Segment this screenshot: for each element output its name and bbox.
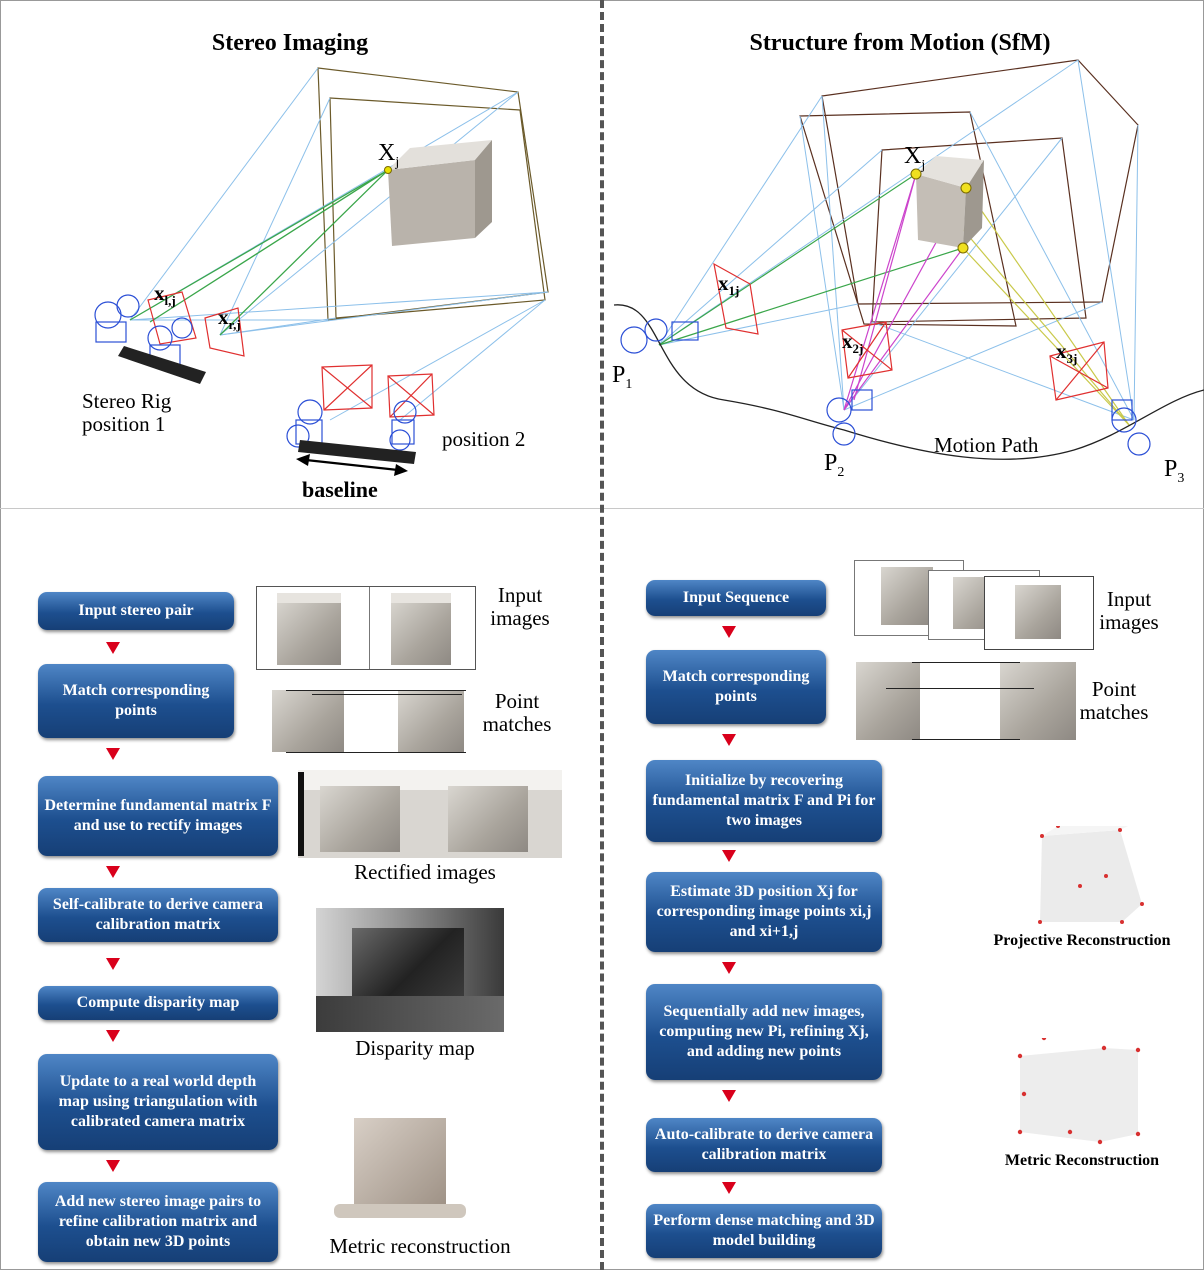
stereo-step-3: Determine fundamental matrix F and use t…: [38, 776, 278, 856]
stereo-caption-input-images: Input images: [490, 583, 550, 630]
sfm-step-3: Initialize by recovering fundamental mat…: [646, 760, 882, 842]
stereo-title: Stereo Imaging: [211, 30, 369, 56]
baseline-arrow: [296, 454, 408, 476]
stereo-caption-metric: Metric reconstruction: [329, 1234, 511, 1258]
stereo-green-rays: [129, 169, 389, 336]
stereo-label-xlj: xl,j: [154, 281, 176, 309]
stereo-metric-reconstruction: [334, 1104, 466, 1220]
sfm-label-motion-path: Motion Path: [934, 433, 1039, 457]
stereo-caption-rectified: Rectified images: [354, 860, 496, 884]
sfm-label-x2j: x2j: [842, 329, 864, 357]
stereo-image-planes: [147, 291, 435, 418]
sfm-points: [910, 168, 972, 254]
stereo-point-xj: [384, 166, 392, 174]
sfm-input-images: [854, 560, 1094, 650]
sfm-step-6: Auto-calibrate to derive camera calibrat…: [646, 1118, 882, 1172]
sfm-image-planes: [713, 262, 1109, 401]
sfm-label-p3: P3: [1164, 456, 1185, 486]
stereo-step-4: Self-calibrate to derive camera calibrat…: [38, 888, 278, 942]
stereo-caption-point-matches: Point matches: [482, 689, 552, 736]
sfm-caption-metric: Metric Reconstruction: [1004, 1152, 1160, 1169]
sfm-step-1: Input Sequence: [646, 580, 826, 616]
sfm-step-4: Estimate 3D position Xj for correspondin…: [646, 872, 882, 952]
sfm-step-5: Sequentially add new images, computing n…: [646, 984, 882, 1080]
stereo-arrow-4: [106, 958, 120, 970]
stereo-rig-2: [286, 399, 417, 451]
sfm-arrow-3: [722, 850, 736, 862]
sfm-arrow-4: [722, 962, 736, 974]
sfm-frustum-frames: [799, 59, 1139, 327]
stereo-step-6: Update to a real world depth map using t…: [38, 1054, 278, 1150]
stereo-disparity-map: [316, 908, 504, 1032]
sfm-label-x1j: x1j: [718, 271, 740, 299]
center-dashed-divider: [600, 0, 604, 1270]
sfm-geometry-diagram: [613, 59, 1204, 460]
sfm-camera-p2: [826, 389, 873, 446]
stereo-label-xj: Xj: [378, 140, 400, 170]
sfm-arrow-5: [722, 1090, 736, 1102]
stereo-cube: [388, 140, 492, 246]
sfm-green-rays: [658, 173, 964, 346]
sfm-arrow-6: [722, 1182, 736, 1194]
sfm-caption-projective: Projective Reconstruction: [993, 932, 1171, 949]
sfm-label-xj: Xj: [904, 143, 926, 173]
sfm-label-p2: P2: [824, 450, 845, 480]
sfm-arrow-1: [722, 626, 736, 638]
stereo-step-2: Match corresponding points: [38, 664, 234, 738]
sfm-arrow-2: [722, 734, 736, 746]
stereo-label-pos2: position 2: [442, 427, 526, 451]
sfm-caption-point-matches: Point matches: [1079, 677, 1149, 724]
stereo-step-1: Input stereo pair: [38, 592, 234, 630]
stereo-label-xrj: xr,j: [218, 305, 241, 333]
sfm-camera-p1: [620, 318, 699, 354]
sfm-step-2: Match corresponding points: [646, 650, 826, 724]
sfm-step-7: Perform dense matching and 3D model buil…: [646, 1204, 882, 1258]
stereo-step-7: Add new stereo image pairs to refine cal…: [38, 1182, 278, 1262]
stereo-step-5: Compute disparity map: [38, 986, 278, 1020]
sfm-camera-p3: [1111, 399, 1151, 456]
stereo-geometry-diagram: [94, 67, 549, 476]
stereo-point-matches: [272, 684, 472, 754]
stereo-arrow-5: [106, 1030, 120, 1042]
sfm-metric-reconstruction: [1017, 1038, 1141, 1145]
sfm-point-matches: [856, 662, 1076, 740]
motion-path: [613, 304, 1204, 460]
sfm-label-p1: P1: [612, 362, 633, 392]
stereo-rectified-images: [298, 770, 562, 858]
stereo-arrow-3: [106, 866, 120, 878]
sfm-projective-reconstruction: [1038, 826, 1144, 924]
sfm-cube: [916, 156, 984, 248]
stereo-label-baseline: baseline: [302, 477, 378, 502]
stereo-arrow-2: [106, 748, 120, 760]
stereo-arrow-6: [106, 1160, 120, 1172]
stereo-arrow-1: [106, 642, 120, 654]
sfm-title: Structure from Motion (SfM): [749, 30, 1051, 56]
stereo-input-images: [256, 586, 476, 670]
stereo-caption-disparity: Disparity map: [355, 1036, 475, 1060]
sfm-caption-input-images: Input images: [1099, 587, 1159, 634]
stereo-blue-rays: [129, 67, 549, 421]
sfm-label-x3j: x3j: [1056, 339, 1078, 367]
stereo-rig-2-bar: [298, 440, 416, 464]
sfm-blue-rays: [658, 59, 1139, 421]
stereo-rig-1-bar: [118, 346, 206, 384]
